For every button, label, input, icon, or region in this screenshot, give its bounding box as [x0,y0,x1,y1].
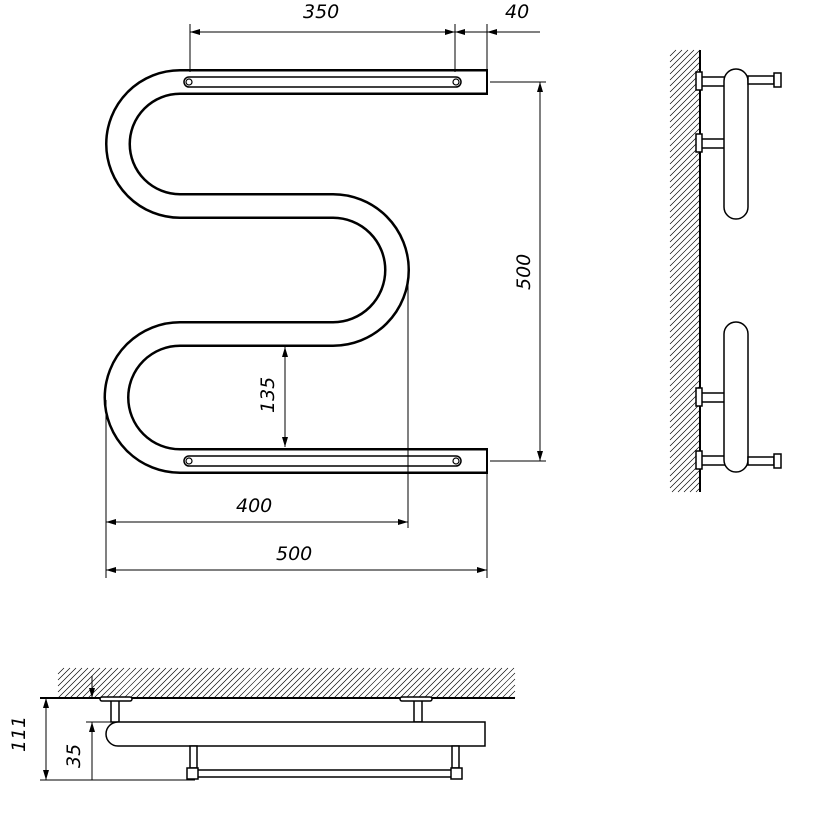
front-dimensions [105,24,546,578]
front-view [103,69,488,474]
dim-111: 111 [8,716,30,752]
dim-500-height: 500 [513,254,535,290]
slot-bottom [183,455,462,467]
side-tube-upper [723,68,749,220]
wall-hatch-top [57,667,516,699]
dim-135: 135 [257,377,279,413]
wall-hatch-side [669,49,701,493]
top-tube [105,721,486,747]
dim-40: 40 [505,1,529,23]
serpentine-tube-fill [106,71,488,472]
top-rail [196,769,453,778]
side-tube-lower [723,321,749,473]
dim-350: 350 [303,1,339,23]
dim-400: 400 [236,495,272,517]
dim-35: 35 [63,744,85,768]
serpentine-tube-outline [103,69,487,474]
top-view [40,667,516,781]
side-view [669,49,782,493]
dim-500-width: 500 [276,543,312,565]
slot-top [183,76,462,88]
